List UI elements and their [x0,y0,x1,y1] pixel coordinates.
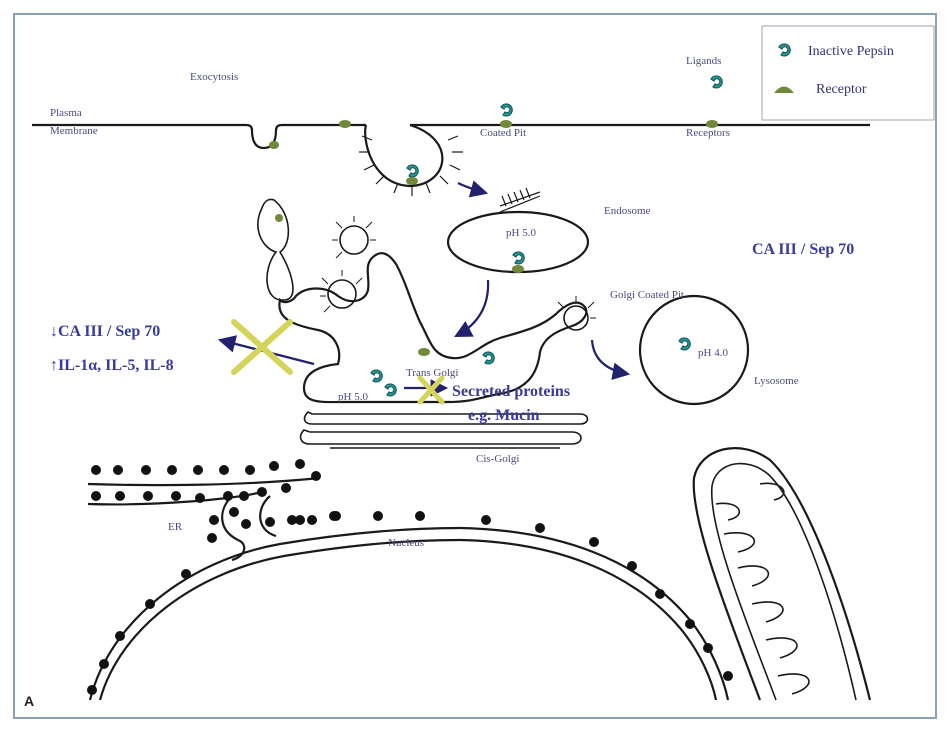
label-coated-pit: Coated Pit [480,127,526,139]
legend-receptor: Receptor [816,82,867,97]
label-trans-golgi-ph: pH 5.0 [338,391,368,403]
label-receptors: Receptors [686,127,730,139]
legend: Inactive Pepsin Receptor [761,25,935,121]
plasma-membrane [32,75,870,150]
exocytic-vesicle [257,198,294,301]
label-golgi-coated-pit: Golgi Coated Pit [610,289,684,301]
label-mucin: e.g. Mucin [468,407,540,424]
mitochondrion [692,447,872,701]
block-cross-right [417,375,445,405]
label-er: ER [168,521,183,533]
label-cis-golgi: Cis-Golgi [476,453,519,465]
label-trans-golgi: Trans Golgi [406,367,458,379]
label-endosome: Endosome [604,205,651,217]
label-exocytosis: Exocytosis [190,71,238,83]
figure-frame [13,13,937,719]
nucleus [87,511,733,701]
receptor-icon [774,86,794,93]
label-lysosome-ph: pH 4.0 [698,347,728,359]
panel-label: A [24,693,34,709]
label-endosome-ph: pH 5.0 [506,227,536,239]
legend-box [761,25,935,121]
label-secreted-proteins: Secreted proteins [452,383,570,400]
label-up-effect: ↑IL-1α, IL-5, IL-8 [50,357,174,374]
golgi-buds [320,216,596,331]
lysosome [638,294,750,406]
block-cross-left [231,319,293,375]
label-lysosome: Lysosome [754,375,799,387]
endoplasmic-reticulum [87,459,339,562]
label-nucleus: Nucleus [388,537,424,549]
coated-pit-vesicle [359,123,463,196]
label-ligands: Ligands [686,55,721,67]
legend-inactive-pepsin: Inactive Pepsin [808,44,894,59]
label-membrane: Membrane [50,125,98,137]
label-down-effect: ↓CA III / Sep 70 [50,323,160,340]
cis-golgi [299,411,589,449]
label-plasma: Plasma [50,107,82,119]
trans-golgi [278,252,588,404]
label-ca-iii-sep70: CA III / Sep 70 [752,241,854,258]
endosome [446,187,590,274]
